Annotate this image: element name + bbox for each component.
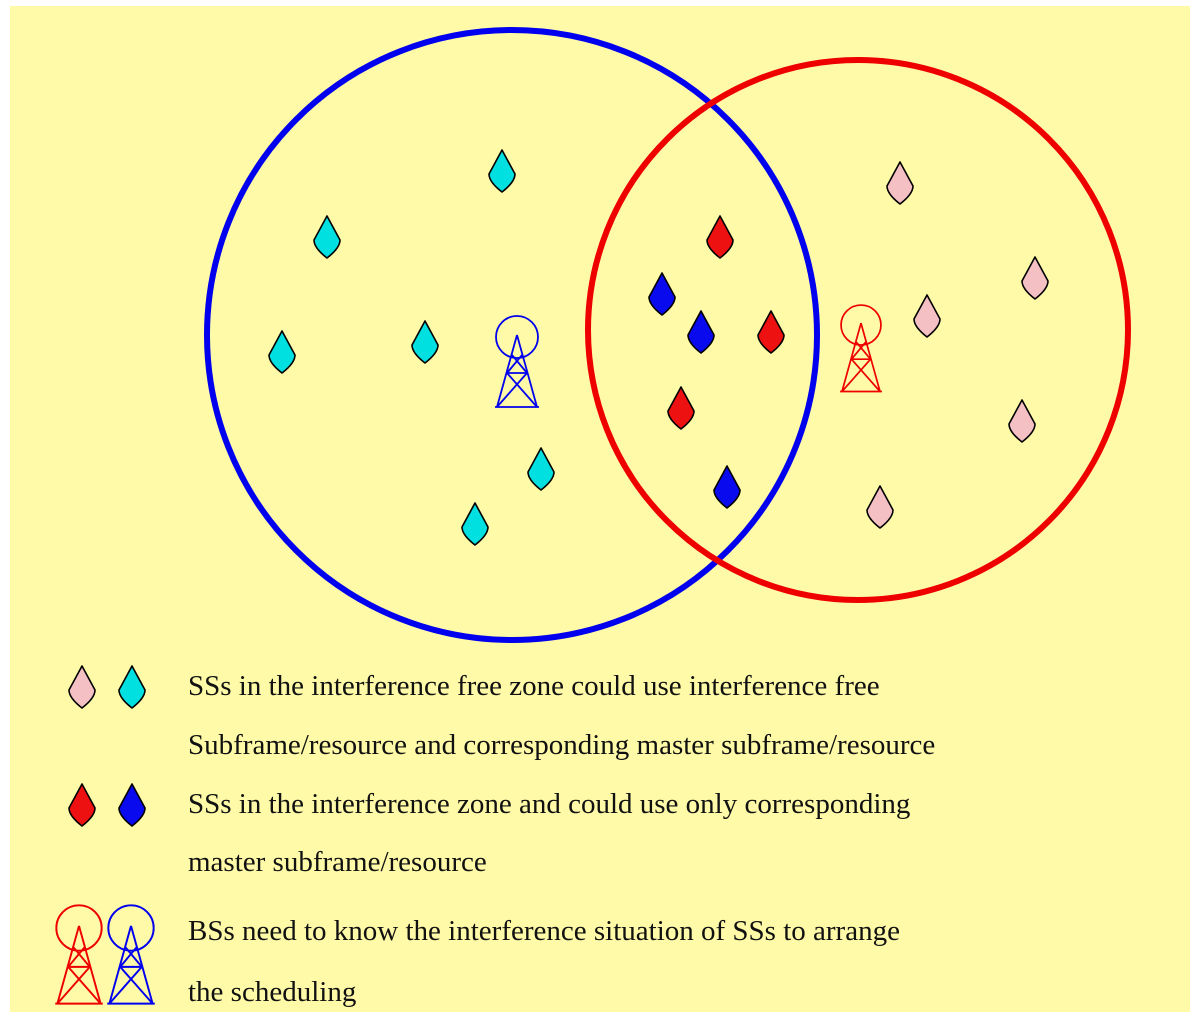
ss-blue-3 [713,465,741,509]
legend-pink-ss-icon [68,665,96,709]
legend-red-bs-icon [55,904,103,1005]
right-cell-coverage [585,57,1131,603]
legend-blue-ss-icon [118,783,146,827]
ss-cyan-2 [313,215,341,259]
bs-blue-tower-icon [495,315,539,408]
ss-red-3 [667,386,695,430]
ss-pink-2 [1021,256,1049,300]
ss-cyan-4 [411,320,439,364]
ss-blue-2 [687,310,715,354]
ss-cyan-6 [461,502,489,546]
ss-pink-5 [866,485,894,529]
legend-line-1b: Subframe/resource and corresponding mast… [188,729,936,761]
legend-line-1a: SSs in the interference free zone could … [188,670,880,702]
ss-pink-3 [913,294,941,338]
bs-red-tower-icon [840,304,882,393]
diagram-canvas [10,6,1190,1012]
ss-cyan-1 [488,149,516,193]
legend-red-ss-icon [68,783,96,827]
legend-blue-bs-icon [107,904,155,1005]
ss-red-2 [757,310,785,354]
legend-line-2b: master subframe/resource [188,846,487,878]
ss-cyan-3 [268,330,296,374]
ss-cyan-5 [527,447,555,491]
ss-blue-1 [648,272,676,316]
legend-line-2a: SSs in the interference zone and could u… [188,788,911,820]
legend-cyan-ss-icon [118,665,146,709]
ss-red-1 [706,215,734,259]
ss-pink-1 [886,161,914,205]
ss-pink-4 [1008,399,1036,443]
legend-line-3a: BSs need to know the interference situat… [188,915,900,947]
left-cell-coverage [204,27,820,643]
legend-line-3b: the scheduling [188,976,357,1008]
